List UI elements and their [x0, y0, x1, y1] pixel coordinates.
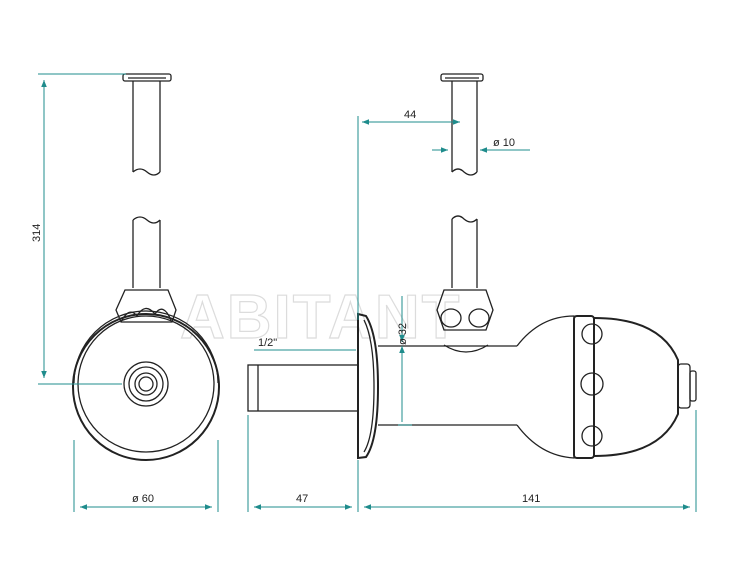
handle-bulb	[516, 315, 575, 459]
threaded-stub	[247, 364, 359, 412]
thread-outer	[123, 361, 169, 407]
pipe-cap-right	[440, 73, 484, 82]
pipe-cap-left	[122, 73, 172, 82]
rosette-side	[357, 312, 380, 460]
dim-pipe-diameter: ø 10	[493, 137, 515, 149]
watermark: ABITANT	[180, 283, 461, 352]
side-view	[247, 73, 697, 460]
dim-body-diameter: ø 32	[397, 323, 409, 345]
dim-pipe-offset: 44	[404, 109, 416, 121]
end-knob	[677, 363, 691, 409]
dim-thread-length: 47	[296, 493, 308, 505]
dimension-lines: 314 44 ø 10 ø 32 1/2" ø 60 47 141	[31, 73, 697, 512]
decorated-band	[573, 315, 595, 459]
dim-rosette-diameter: ø 60	[132, 493, 154, 505]
dim-height-total: 314	[31, 224, 43, 242]
rosette-outer	[72, 313, 220, 461]
dim-thread-size: 1/2"	[258, 337, 277, 349]
compression-nut-left	[115, 289, 177, 323]
front-view	[72, 73, 220, 461]
compression-nut-right	[436, 289, 494, 331]
dome-cap	[593, 317, 679, 457]
dim-body-length: 141	[522, 493, 540, 505]
